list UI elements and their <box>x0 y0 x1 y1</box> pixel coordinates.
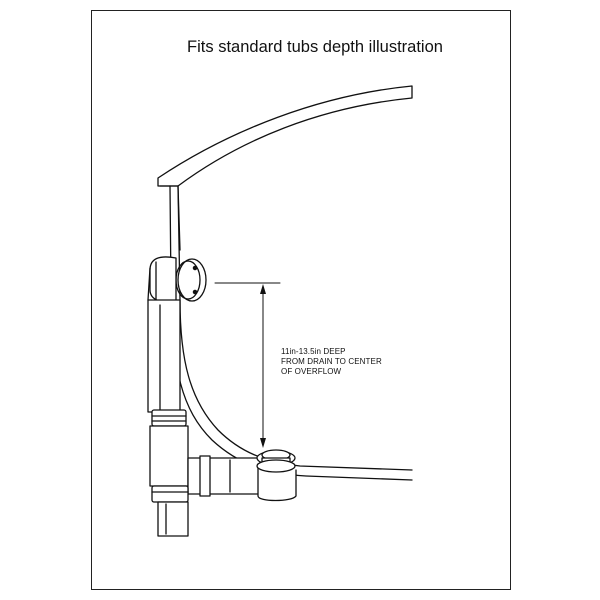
overflow-elbow <box>149 256 177 304</box>
tub-rim <box>157 85 413 187</box>
coupling-nut-upper <box>151 409 187 427</box>
dimension-arrow-top <box>260 284 266 294</box>
drain-shoe <box>257 465 297 502</box>
waste-arm <box>187 457 261 495</box>
depth-dimension-label: 11in-13.5in DEEP FROM DRAIN TO CENTER OF… <box>281 347 382 377</box>
dimension-label-line1: 11in-13.5in DEEP <box>281 347 346 356</box>
tub-wall <box>159 185 413 471</box>
dimension-label-line2: FROM DRAIN TO CENTER <box>281 357 382 366</box>
tub-bottom <box>169 185 413 481</box>
dimension-label-line3: OF OVERFLOW <box>281 367 342 376</box>
overflow-cover-plate <box>177 258 207 302</box>
tub-wall-inner <box>177 185 181 251</box>
tee-fitting <box>149 425 189 487</box>
diagram-title: Fits standard tubs depth illustration <box>187 38 443 56</box>
dimension-arrow-bottom <box>260 438 266 448</box>
overflow-pipe <box>147 299 181 413</box>
tailpiece <box>157 501 189 537</box>
coupling-nut-lower <box>151 485 189 503</box>
